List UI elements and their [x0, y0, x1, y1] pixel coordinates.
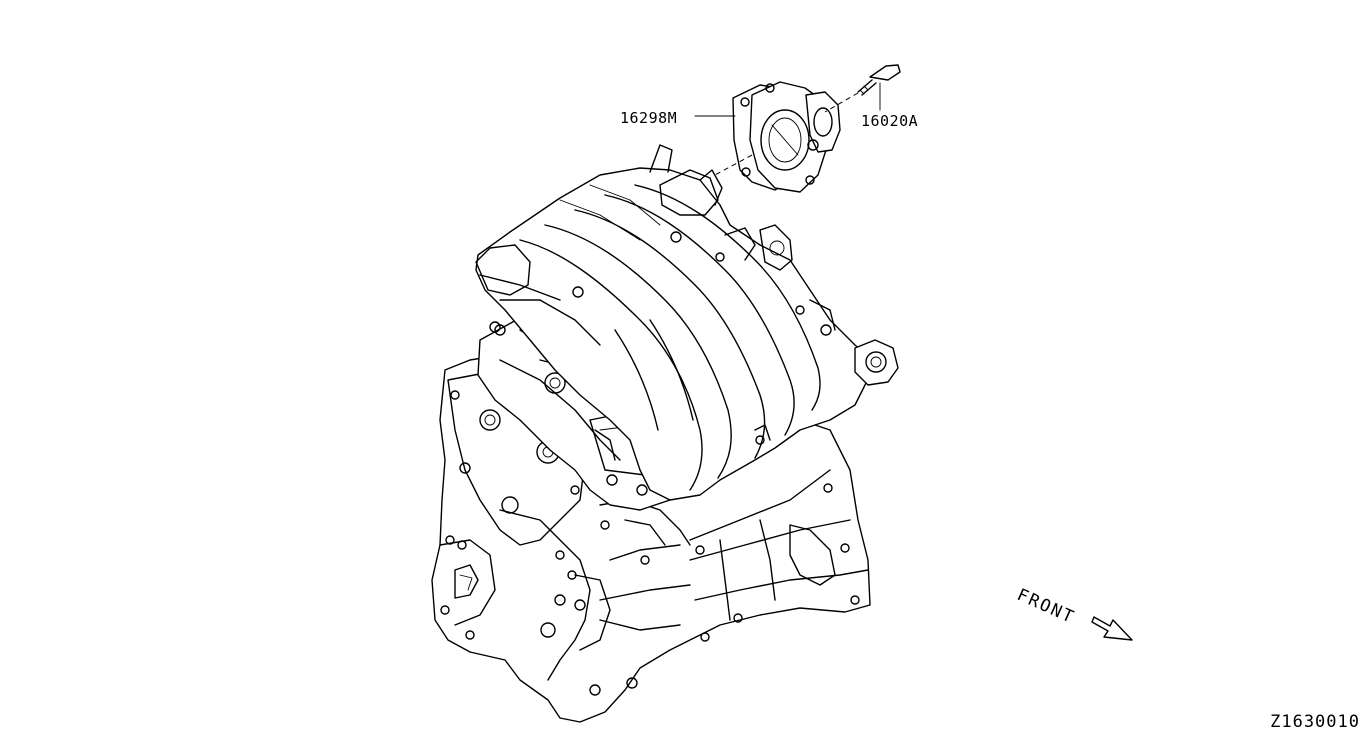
front-arrow-icon — [1091, 616, 1133, 641]
throttle-body — [732, 81, 841, 193]
assembly-line-bolt — [824, 92, 859, 113]
diagram-code: Z1630010 — [1270, 712, 1360, 732]
assembly-line-throttle — [714, 154, 753, 176]
part-label-16020a: 16020A — [861, 112, 919, 130]
part-label-16298m: 16298M — [620, 109, 678, 127]
intake-manifold — [475, 144, 899, 501]
bolt — [857, 64, 901, 96]
